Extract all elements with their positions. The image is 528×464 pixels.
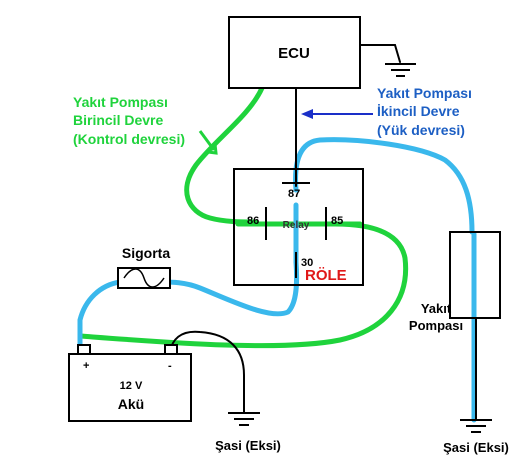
primary-label-line3: (Kontrol devresi)	[73, 131, 185, 147]
black-wiring	[169, 44, 477, 421]
primary-circuit-label: Yakıt Pompası Birincil Devre (Kontrol de…	[73, 94, 218, 155]
secondary-wire-87-to-pump	[293, 137, 475, 235]
pin-86-label: 86	[247, 215, 259, 227]
fuse-wave-icon	[123, 268, 165, 288]
secondary-arrow-head	[301, 109, 313, 119]
primary-wire-ecu-to-86	[184, 85, 265, 225]
pump-label-line2: Pompası	[409, 318, 463, 333]
ground-left-label: Şasi (Eksi)	[215, 438, 281, 453]
ground-right-icon	[460, 419, 492, 433]
secondary-wire-30-to-fuse-to-battery	[77, 259, 300, 353]
fuse-label: Sigorta	[122, 245, 170, 261]
ecu-box: ECU	[228, 16, 361, 89]
battery-minus-to-ground-wire	[169, 330, 245, 413]
secondary-label-line1: Yakıt Pompası	[377, 85, 472, 101]
primary-arrow-icon	[198, 130, 216, 151]
battery-plus-label: +	[83, 360, 89, 372]
secondary-label-line3: (Yük devresi)	[377, 122, 465, 138]
primary-wire-85-to-ground-loop	[77, 221, 409, 349]
ecu-label: ECU	[278, 45, 310, 62]
secondary-circuit-label: Yakıt Pompası İkincil Devre (Yük devresi…	[301, 85, 472, 138]
secondary-circuit	[77, 137, 477, 423]
battery-voltage: 12 V	[120, 380, 143, 392]
fuel-pump: Yakıt Pompası	[409, 231, 501, 333]
relay-box: 87 86 85 Relay 30 RÖLE	[233, 168, 364, 286]
pin-87-label: 87	[288, 188, 300, 200]
ground-right-label: Şasi (Eksi)	[443, 440, 509, 455]
secondary-label-line2: İkincil Devre	[377, 103, 460, 119]
primary-label-line2: Birincil Devre	[73, 112, 163, 128]
pin-85-label: 85	[331, 215, 343, 227]
relay-name: RÖLE	[305, 267, 347, 284]
ground-left-icon	[228, 412, 260, 426]
battery-name: Akü	[118, 396, 144, 412]
relay-text: Relay	[283, 220, 310, 231]
battery: + - 12 V Akü	[68, 344, 192, 422]
primary-arrow-head	[207, 143, 218, 155]
fuse: Sigorta	[117, 245, 171, 289]
pin-30-label: 30	[301, 257, 313, 269]
ecu-ground-wire	[359, 44, 401, 63]
ecu-ground-icon	[385, 63, 416, 77]
pump-label-line1: Yakıt	[421, 301, 452, 316]
primary-label-line1: Yakıt Pompası	[73, 94, 168, 110]
battery-minus-label: -	[168, 360, 172, 372]
primary-circuit	[77, 85, 409, 349]
